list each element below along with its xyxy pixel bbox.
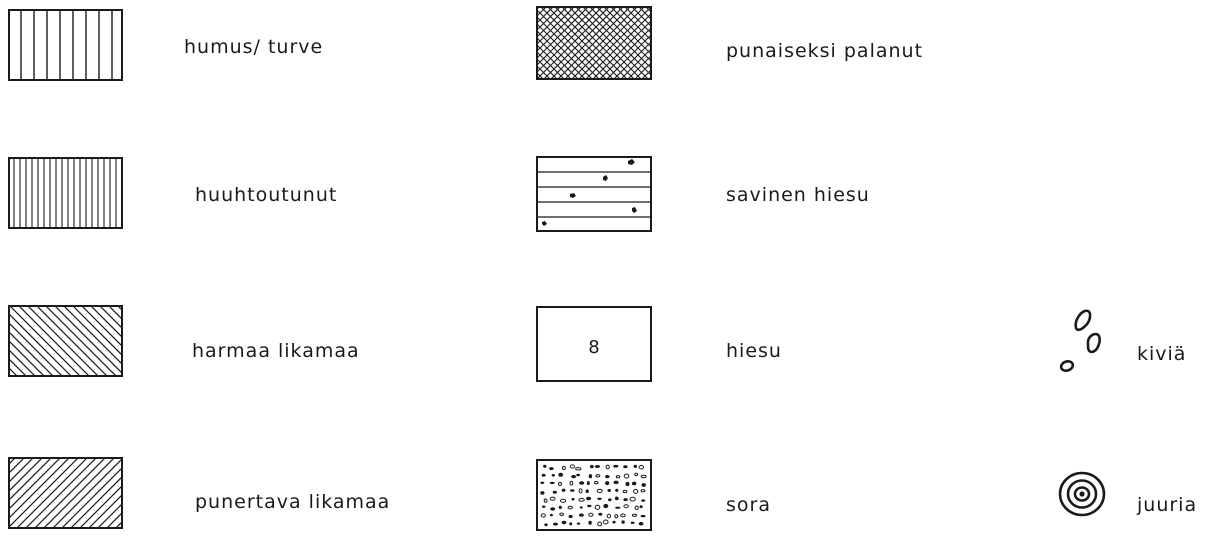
swatch-hiesu: 8 <box>536 306 652 382</box>
swatch-huuhtoutunut <box>8 157 123 229</box>
label-juuria: juuria <box>1137 494 1197 516</box>
label-punertava-likamaa: punertava likamaa <box>195 491 390 513</box>
swatch-savinen-hiesu <box>536 156 652 232</box>
swatch-humus-turve <box>8 9 123 81</box>
label-punaiseksi-palanut: punaiseksi palanut <box>726 40 923 62</box>
label-sora: sora <box>726 494 771 516</box>
swatch-harmaa-likamaa <box>8 305 123 377</box>
label-hiesu: hiesu <box>726 340 782 362</box>
label-humus-turve: humus/ turve <box>184 36 323 58</box>
label-huuhtoutunut: huuhtoutunut <box>195 184 337 206</box>
swatch-punertava-likamaa <box>8 457 123 529</box>
stones-icon <box>1052 303 1112 383</box>
label-harmaa-likamaa: harmaa likamaa <box>192 340 360 362</box>
swatch-punaiseksi-palanut <box>536 6 652 80</box>
label-kivia: kiviä <box>1137 343 1186 365</box>
root-rings-icon <box>1056 468 1108 520</box>
label-savinen-hiesu: savinen hiesu <box>726 184 870 206</box>
hiesu-numeral: 8 <box>588 337 599 358</box>
swatch-sora <box>536 459 652 531</box>
